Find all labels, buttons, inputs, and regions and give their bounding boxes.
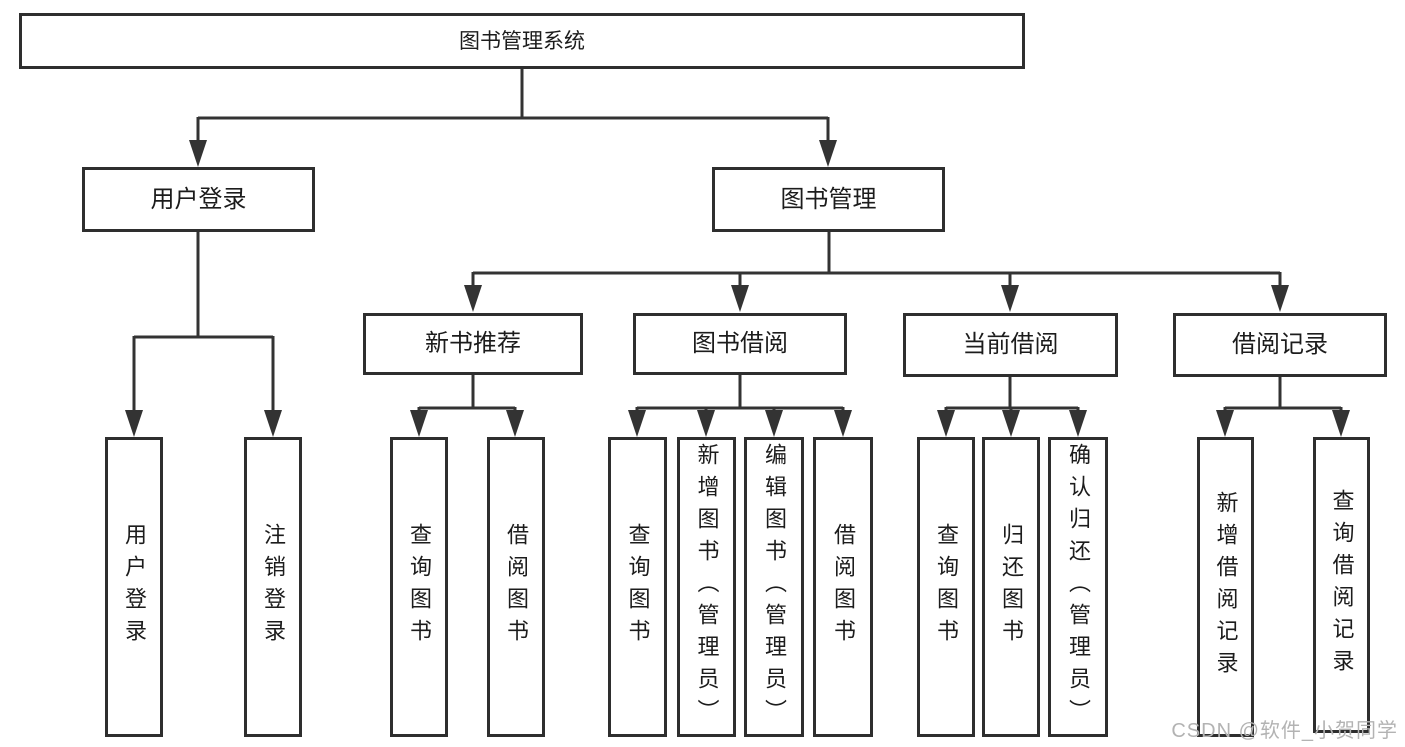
arrowhead-icon xyxy=(819,140,837,167)
leaf-query-book-recommend: 查询图书 xyxy=(390,437,448,737)
arrowhead-icon xyxy=(937,410,955,437)
arrowhead-icon xyxy=(834,410,852,437)
arrowhead-icon xyxy=(1216,410,1234,437)
node-new-book-recommendation: 新书推荐 xyxy=(363,313,583,375)
arrowheads xyxy=(125,140,1350,437)
node-root-system: 图书管理系统 xyxy=(19,13,1025,69)
arrowhead-icon xyxy=(264,410,282,437)
arrowhead-icon xyxy=(731,285,749,312)
node-book-borrowing: 图书借阅 xyxy=(633,313,847,375)
leaf-add-borrow-record: 新增借阅记录 xyxy=(1197,437,1254,737)
connector-paths xyxy=(132,69,1343,416)
arrowhead-icon xyxy=(697,410,715,437)
connector-records-to-leaves xyxy=(1223,377,1343,416)
connector-borrow-to-leaves xyxy=(635,375,845,416)
leaf-add-book-admin: 新增图书（管理员） xyxy=(677,437,736,737)
leaf-user-login: 用户登录 xyxy=(105,437,163,737)
leaf-logout: 注销登录 xyxy=(244,437,302,737)
arrowhead-icon xyxy=(125,410,143,437)
connector-book-mgmt-to-level3 xyxy=(471,232,1282,291)
arrowhead-icon xyxy=(765,410,783,437)
arrowhead-icon xyxy=(1271,285,1289,312)
connector-root-to-level2 xyxy=(196,69,830,146)
arrowhead-icon xyxy=(464,285,482,312)
connector-user-login-to-leaves xyxy=(132,232,275,416)
leaf-borrow-book-recommend: 借阅图书 xyxy=(487,437,545,737)
arrowhead-icon xyxy=(410,410,428,437)
node-book-management: 图书管理 xyxy=(712,167,945,232)
leaf-query-borrow-record: 查询借阅记录 xyxy=(1313,437,1370,733)
arrowhead-icon xyxy=(1069,410,1087,437)
arrowhead-icon xyxy=(1001,285,1019,312)
connector-new-rec-to-leaves xyxy=(417,375,517,416)
arrowhead-icon xyxy=(506,410,524,437)
leaf-edit-book-admin: 编辑图书（管理员） xyxy=(744,437,804,737)
arrowhead-icon xyxy=(1002,410,1020,437)
arrowhead-icon xyxy=(628,410,646,437)
arrowhead-icon xyxy=(1332,410,1350,437)
leaf-query-book-borrowing: 查询图书 xyxy=(608,437,667,737)
leaf-confirm-return-admin: 确认归还（管理员） xyxy=(1048,437,1108,737)
watermark: CSDN @软件_小贺同学 xyxy=(1171,720,1398,742)
node-borrowing-records: 借阅记录 xyxy=(1173,313,1387,377)
node-current-borrowing: 当前借阅 xyxy=(903,313,1118,377)
leaf-query-book-current: 查询图书 xyxy=(917,437,975,737)
arrowhead-icon xyxy=(189,140,207,167)
node-user-login: 用户登录 xyxy=(82,167,315,232)
leaf-return-book: 归还图书 xyxy=(982,437,1040,737)
leaf-borrow-book-borrowing: 借阅图书 xyxy=(813,437,873,737)
